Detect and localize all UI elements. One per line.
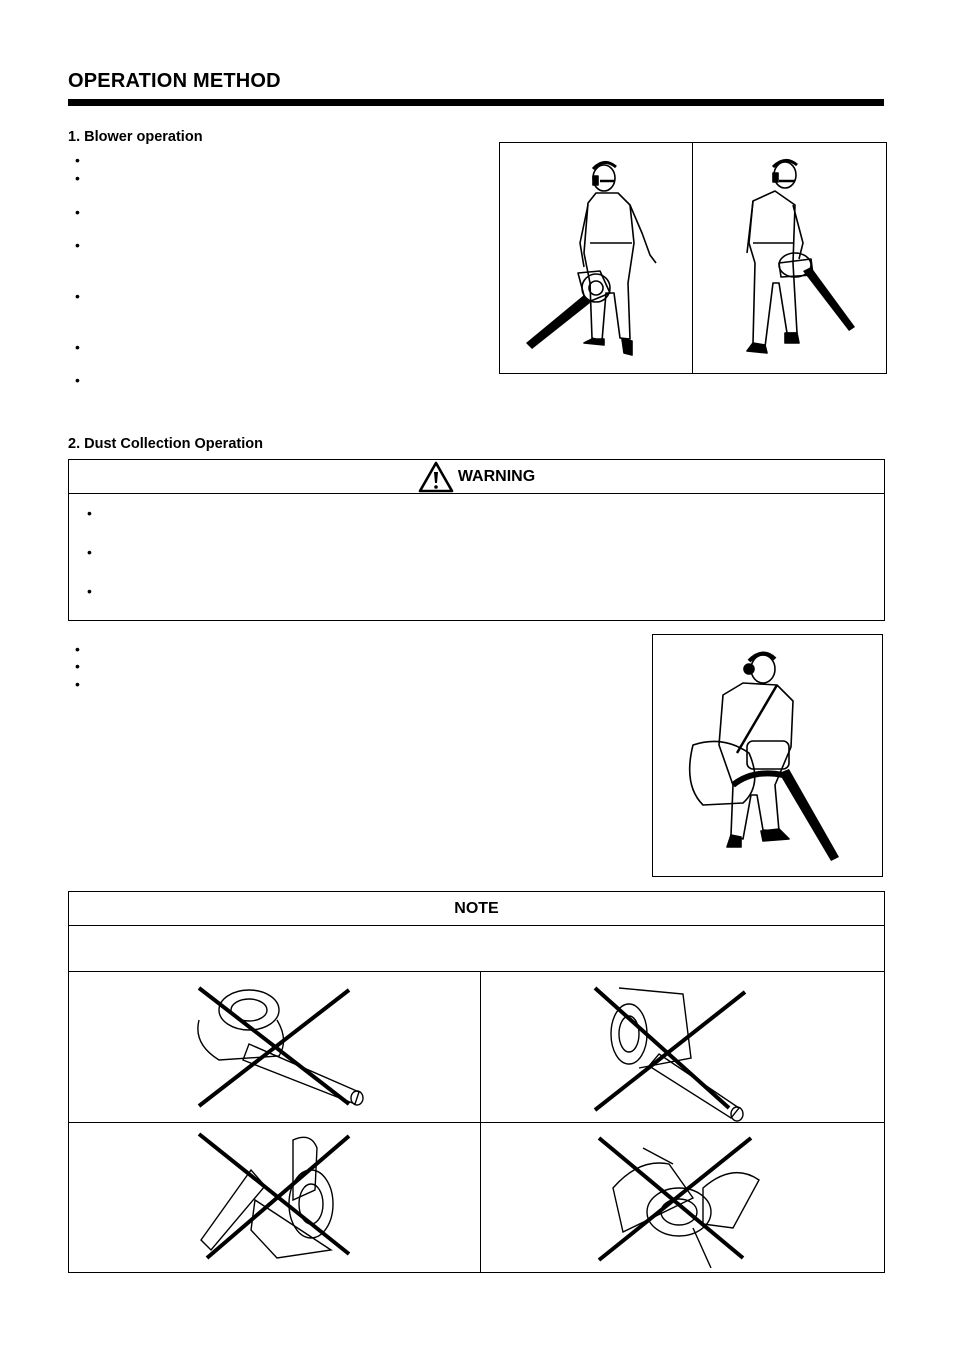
prohibited-position-1-illustration [197, 986, 364, 1108]
list-item-bullet: • [75, 237, 80, 253]
warning-triangle-icon [418, 461, 454, 492]
figure-blower-operator-right [692, 142, 887, 374]
figure-blower-operator-left [499, 142, 694, 374]
prohibited-position-3-illustration [197, 1132, 351, 1260]
warning-list-item-bullet: • [87, 583, 92, 599]
warning-label: WARNING [457, 467, 536, 485]
list-item-bullet: • [75, 288, 80, 304]
warning-list-item-bullet: • [87, 505, 92, 521]
warning-box: WARNING • • • [68, 459, 885, 621]
note-column-divider [480, 972, 481, 1272]
prohibited-position-2-illustration [593, 986, 747, 1122]
note-table: NOTE [68, 891, 885, 1273]
list-item-bullet: • [75, 676, 80, 692]
list-item-bullet: • [75, 641, 80, 657]
operator-left-illustration [526, 161, 657, 356]
prohibited-position-4-illustration [597, 1136, 760, 1268]
list-item-bullet: • [75, 339, 80, 355]
list-item-bullet: • [75, 204, 80, 220]
figure-dust-collection-operator [652, 634, 883, 877]
list-item-bullet: • [75, 372, 80, 388]
dust-collection-illustration [688, 651, 839, 861]
warning-list-item-bullet: • [87, 544, 92, 560]
list-item-bullet: • [75, 170, 80, 186]
note-text-row [69, 926, 884, 972]
title-rule [68, 99, 884, 106]
operator-right-illustration [746, 159, 855, 354]
note-header: NOTE [69, 892, 884, 926]
page-title: OPERATION METHOD [68, 70, 281, 92]
section-heading-dust-collection: 2. Dust Collection Operation [68, 436, 263, 452]
note-figure-row-top [69, 972, 884, 1123]
warning-header: WARNING [69, 460, 884, 494]
list-item-bullet: • [75, 152, 80, 168]
section-heading-blower: 1. Blower operation [68, 129, 203, 145]
note-label: NOTE [454, 899, 499, 917]
list-item-bullet: • [75, 658, 80, 674]
